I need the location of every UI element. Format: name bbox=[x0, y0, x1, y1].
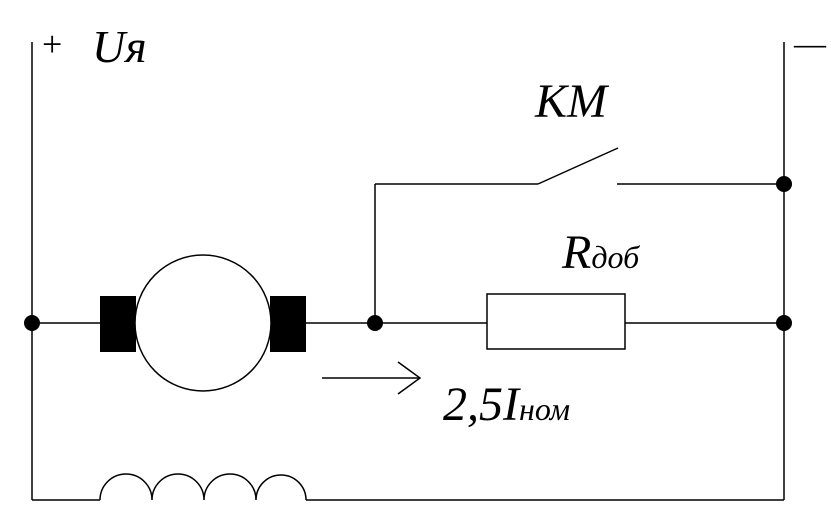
brush-right bbox=[270, 296, 306, 352]
resistor-label-main: R bbox=[561, 226, 591, 279]
junction-dot-center-node bbox=[367, 315, 383, 331]
brush-left bbox=[100, 296, 136, 352]
switch-km-blade bbox=[537, 147, 619, 185]
current-arrow-head bbox=[397, 361, 422, 395]
resistor-r-dob bbox=[486, 293, 626, 350]
resistor-label: Rдоб bbox=[561, 226, 640, 279]
current-label-main: 2,5I bbox=[443, 378, 521, 431]
minus-terminal-sign: — bbox=[793, 25, 827, 61]
armature-voltage-sub: я bbox=[123, 21, 146, 72]
junction-dot-right-resistor bbox=[776, 315, 792, 331]
junction-dot-left-bus bbox=[24, 315, 40, 331]
current-label: 2,5Iном bbox=[443, 378, 570, 431]
current-label-sub: ном bbox=[519, 391, 570, 427]
motor-armature-circle bbox=[134, 254, 272, 392]
plus-terminal-sign: + bbox=[42, 24, 62, 64]
field-winding-coil bbox=[99, 473, 307, 501]
switch-km-label: KM bbox=[534, 75, 610, 128]
resistor-label-sub: доб bbox=[591, 239, 640, 275]
armature-voltage-label: Uя bbox=[92, 21, 147, 72]
junction-dot-right-switch bbox=[776, 176, 792, 192]
armature-voltage-main: U bbox=[92, 21, 128, 72]
